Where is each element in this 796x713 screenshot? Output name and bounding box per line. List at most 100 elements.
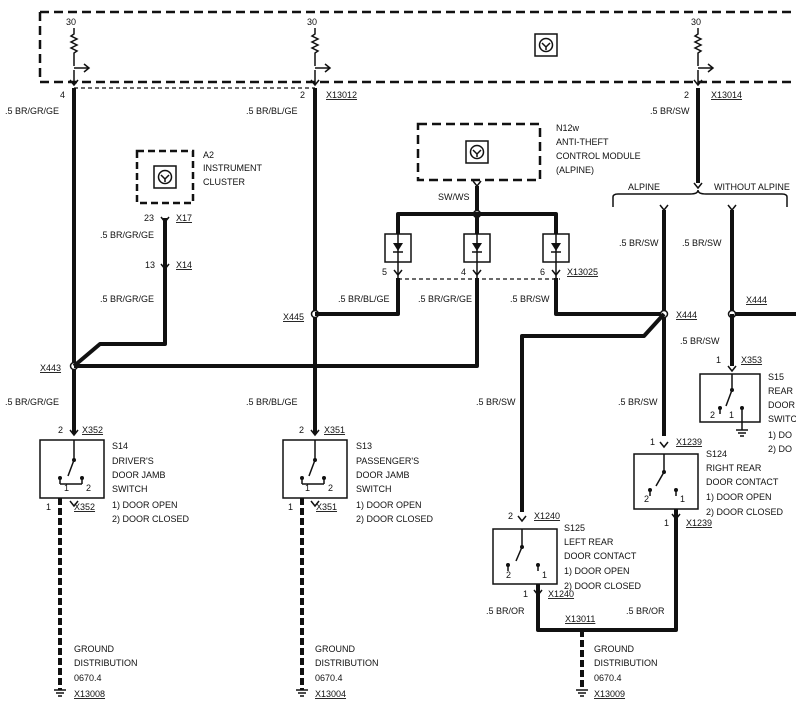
- wire-label: .5 BR/GR/GE: [418, 294, 472, 304]
- component-desc: DOOR CONTACT: [564, 551, 637, 561]
- switch-state: 2) DOOR CLOSED: [112, 514, 190, 524]
- pin-label: 1: [729, 410, 734, 420]
- module-symbol-icon: [465, 140, 489, 164]
- passenger-circuit: 2 X13012 .5 BR/BL/GE X445 .5 BR/BL/GE .5…: [246, 88, 434, 699]
- pin-label: 1: [650, 437, 655, 447]
- switch-state: 1) DOOR OPEN: [706, 492, 772, 502]
- connector-label: X351: [316, 502, 337, 512]
- wire-label: .5 BR/OR: [626, 606, 665, 616]
- pin-label: 1: [64, 483, 69, 493]
- pin-label: 13: [145, 260, 155, 270]
- component-id: N12w: [556, 123, 580, 133]
- pin-label: 2: [299, 425, 304, 435]
- ground-label: DISTRIBUTION: [594, 658, 658, 668]
- component-desc: SWITC: [768, 414, 796, 424]
- component-desc: INSTRUMENT: [203, 163, 262, 173]
- fuse-panel: [38, 10, 792, 89]
- connector-label: X13009: [594, 689, 625, 699]
- pin-label: 4: [60, 90, 65, 100]
- component-id: S125: [564, 523, 585, 533]
- splice-label: X445: [283, 312, 304, 322]
- connector-label: X353: [741, 355, 762, 365]
- wire-label: .5 BR/SW: [618, 397, 658, 407]
- connector-label: X351: [324, 425, 345, 435]
- left-rear-door-contact: 2 1: [492, 528, 558, 585]
- ground-label: 0670.4: [594, 673, 622, 683]
- ground-label: DISTRIBUTION: [315, 658, 379, 668]
- wire-label: .5 BR/GR/GE: [5, 106, 59, 116]
- wire-label: .5 BR/SW: [682, 238, 722, 248]
- splice-label: X13011: [565, 614, 595, 624]
- pin-label: 1: [523, 589, 528, 599]
- component-desc: LEFT REAR: [564, 537, 614, 547]
- pin-label: 2: [86, 483, 91, 493]
- driver-circuit: 4 .5 BR/GR/GE X443 .5 BR/GR/GE 2 X352 1 …: [5, 88, 479, 699]
- fuse-supply-label: 30: [66, 17, 76, 27]
- pin-label: 1: [305, 483, 310, 493]
- right-rear-door-contact: 2 1: [633, 453, 699, 510]
- ground-label: GROUND: [315, 644, 355, 654]
- component-desc: SWITCH: [356, 484, 392, 494]
- option-label: WITHOUT ALPINE: [714, 182, 790, 192]
- module-symbol-icon: [153, 165, 177, 189]
- pin-label: 2: [58, 425, 63, 435]
- option-label: ALPINE: [628, 182, 660, 192]
- diode-3: [542, 233, 570, 263]
- switch-state: 2) DOOR CLOSED: [706, 507, 784, 517]
- connector-label: X352: [74, 502, 95, 512]
- fuse-supply-label: 30: [307, 17, 317, 27]
- component-desc: CONTROL MODULE: [556, 151, 641, 161]
- ground-label: DISTRIBUTION: [74, 658, 138, 668]
- connector-label: X1239: [686, 518, 712, 528]
- pin-label: 1: [46, 502, 51, 512]
- component-desc: REAR: [768, 386, 794, 396]
- wire-label: .5 BR/SW: [619, 238, 659, 248]
- ground-symbol-2: [296, 689, 308, 697]
- connector-label: X352: [82, 425, 103, 435]
- pin-label: 1: [542, 570, 547, 580]
- component-id: S124: [706, 449, 727, 459]
- switch-state: 2) DOOR CLOSED: [564, 581, 642, 591]
- ground-label: 0670.4: [315, 673, 343, 683]
- wire-label: .5 BR/SW: [680, 336, 720, 346]
- component-desc: DOOR: [768, 400, 796, 410]
- pin-label: 2: [684, 90, 689, 100]
- wire-label: .5 BR/OR: [486, 606, 525, 616]
- connector-label: X13014: [711, 90, 742, 100]
- driver-door-switch: 1 2: [39, 439, 105, 499]
- pin-label: 1: [664, 518, 669, 528]
- component-desc: DRIVER'S: [112, 456, 154, 466]
- connector-label: X17: [176, 213, 192, 223]
- pin-label: 6: [540, 267, 545, 277]
- component-desc: SWITCH: [112, 484, 148, 494]
- component-id: S13: [356, 441, 372, 451]
- rear-door-circuit: 2 X13014 .5 BR/SW ALPINE WITHOUT ALPINE …: [476, 88, 796, 699]
- connector-label: X14: [176, 260, 192, 270]
- pin-label: 1: [288, 502, 293, 512]
- connector-label: X13004: [315, 689, 346, 699]
- wire-label: .5 BR/GR/GE: [100, 294, 154, 304]
- anti-theft-module: N12w ANTI-THEFT CONTROL MODULE (ALPINE) …: [382, 122, 664, 316]
- connector-label: X13012: [326, 90, 357, 100]
- pin-label: 2: [328, 483, 333, 493]
- switch-state: 1) DOOR OPEN: [564, 566, 630, 576]
- wire-label: .5 BR/GR/GE: [5, 397, 59, 407]
- fuse-3: 30: [691, 17, 715, 87]
- instrument-cluster: A2 INSTRUMENT CLUSTER 23 X17 .5 BR/GR/GE…: [100, 149, 262, 304]
- diode-2: [463, 233, 491, 263]
- switch-state: 1) DO: [768, 430, 792, 440]
- wire-label: .5 BR/BL/GE: [338, 294, 390, 304]
- component-desc: (ALPINE): [556, 165, 594, 175]
- component-desc: DOOR JAMB: [112, 470, 166, 480]
- ground-label: 0670.4: [74, 673, 102, 683]
- ground-label: GROUND: [594, 644, 634, 654]
- fuse-supply-label: 30: [691, 17, 701, 27]
- component-desc: DOOR CONTACT: [706, 477, 779, 487]
- connector-label: X13008: [74, 689, 105, 699]
- splice-label: X444: [746, 295, 767, 305]
- wire-label: SW/WS: [438, 192, 470, 202]
- ground-symbol-3: [576, 689, 588, 697]
- component-desc: PASSENGER'S: [356, 456, 419, 466]
- pin-label: 2: [300, 90, 305, 100]
- pin-label: 2: [710, 410, 715, 420]
